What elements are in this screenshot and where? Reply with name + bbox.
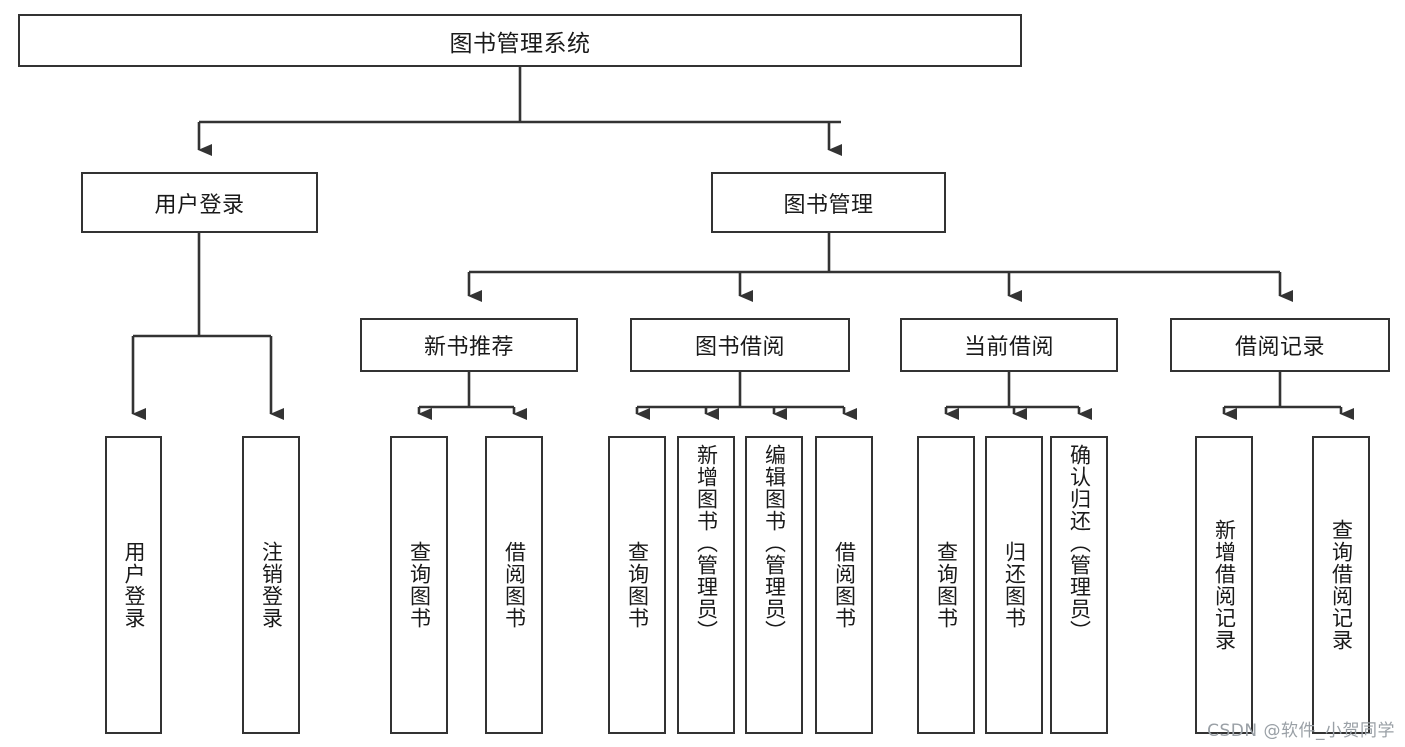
node-current-borrow[interactable]: 当前借阅 [900,318,1118,372]
node-leaf-borrow-borrow-book-label: 借阅图书 [832,541,857,629]
node-leaf-record-add[interactable]: 新增借阅记录 [1195,436,1253,734]
node-leaf-logout-label: 注销登录 [259,541,284,629]
node-leaf-record-add-label: 新增借阅记录 [1212,519,1237,651]
node-leaf-rec-query-book-label: 查询图书 [407,541,432,629]
node-leaf-current-confirm-return-label: 确认归还（管理员） [1067,444,1092,642]
node-leaf-user-login-label: 用户登录 [121,541,146,629]
node-leaf-borrow-add-book-label: 新增图书（管理员） [694,444,719,642]
node-leaf-current-query-book[interactable]: 查询图书 [917,436,975,734]
node-leaf-current-return-book[interactable]: 归还图书 [985,436,1043,734]
node-leaf-record-query[interactable]: 查询借阅记录 [1312,436,1370,734]
node-borrow-record-label: 借阅记录 [1234,335,1325,360]
node-leaf-rec-query-book[interactable]: 查询图书 [390,436,448,734]
node-current-borrow-label: 当前借阅 [963,335,1054,360]
node-book-manage-label: 图书管理 [783,192,874,218]
node-leaf-borrow-edit-book-label: 编辑图书（管理员） [762,444,787,642]
node-leaf-current-query-book-label: 查询图书 [934,541,959,629]
node-leaf-rec-borrow-book[interactable]: 借阅图书 [485,436,543,734]
node-borrow-record[interactable]: 借阅记录 [1170,318,1390,372]
node-user-login-label: 用户登录 [154,192,245,218]
node-leaf-borrow-edit-book[interactable]: 编辑图书（管理员） [745,436,803,734]
node-book-borrow-label: 图书借阅 [694,335,785,360]
node-user-login[interactable]: 用户登录 [81,172,318,233]
node-leaf-user-login[interactable]: 用户登录 [105,436,162,734]
node-leaf-borrow-add-book[interactable]: 新增图书（管理员） [677,436,735,734]
node-leaf-borrow-query-book-label: 查询图书 [625,541,650,629]
node-leaf-current-return-book-label: 归还图书 [1002,541,1027,629]
node-leaf-logout[interactable]: 注销登录 [242,436,300,734]
node-leaf-record-query-label: 查询借阅记录 [1329,519,1354,651]
node-new-book-recommend-label: 新书推荐 [423,335,514,360]
node-leaf-current-confirm-return[interactable]: 确认归还（管理员） [1050,436,1108,734]
node-book-borrow[interactable]: 图书借阅 [630,318,850,372]
node-root-system[interactable]: 图书管理系统 [18,14,1022,67]
node-leaf-borrow-query-book[interactable]: 查询图书 [608,436,666,734]
node-leaf-borrow-borrow-book[interactable]: 借阅图书 [815,436,873,734]
node-book-manage[interactable]: 图书管理 [711,172,946,233]
node-leaf-rec-borrow-book-label: 借阅图书 [502,541,527,629]
watermark: CSDN @软件_小贺同学 [1207,721,1395,741]
node-new-book-recommend[interactable]: 新书推荐 [360,318,578,372]
node-root-system-label: 图书管理系统 [449,30,591,57]
